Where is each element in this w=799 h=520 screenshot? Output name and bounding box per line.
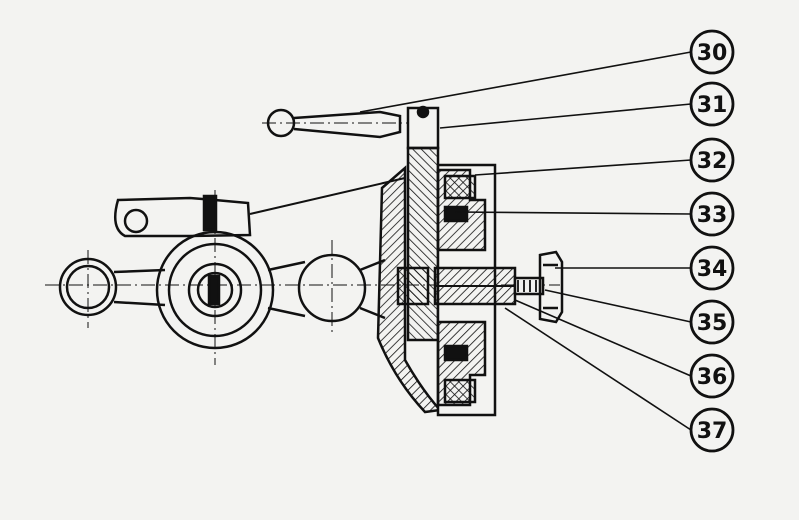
callout-33: 33 [689, 191, 735, 237]
callout-label-33: 33 [697, 203, 728, 228]
right-ball-arm [267, 253, 386, 323]
horizontal-shaft [396, 266, 545, 306]
callout-36: 36 [689, 353, 735, 399]
callout-30: 30 [689, 29, 735, 75]
link-line [249, 177, 406, 215]
left-ball-knob [58, 257, 166, 317]
callout-label-30: 30 [697, 41, 728, 66]
hub-assembly [155, 230, 275, 350]
leader-lines [359, 51, 692, 431]
callouts: 30 31 32 33 34 35 36 37 [689, 29, 735, 453]
callout-34: 34 [689, 245, 735, 291]
callout-label-34: 34 [697, 257, 728, 282]
callout-label-32: 32 [697, 149, 728, 174]
callout-label-37: 37 [697, 419, 728, 444]
callout-label-31: 31 [697, 93, 728, 118]
callout-37: 37 [689, 407, 735, 453]
mounting-body [376, 165, 443, 414]
end-nut [538, 250, 564, 324]
callout-35: 35 [689, 299, 735, 345]
callout-label-36: 36 [697, 365, 728, 390]
callout-label-35: 35 [697, 311, 728, 336]
callout-32: 32 [689, 137, 735, 183]
pivot-clamp [113, 194, 252, 238]
callout-31: 31 [689, 81, 735, 127]
handle-lever [266, 108, 402, 139]
